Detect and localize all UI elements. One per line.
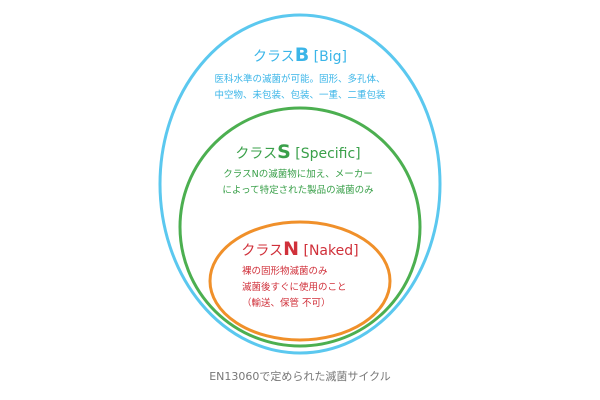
class-s-title: クラスS [Specific] [235,141,360,163]
class-b-line: 中空物、未包装、包装、一重、二重包装 [214,90,386,101]
class-n-description: 裸の固形物滅菌のみ 滅菌後すぐに使用のこと （輸送、保管 不可） [242,264,347,312]
class-b-ellipse [158,13,442,355]
class-b-title: クラスB [Big] [253,44,347,66]
class-s-line: クラスNの滅菌物に加え、メーカー [223,169,373,180]
class-s-suffix: [Specific] [295,146,361,162]
class-n-line: 滅菌後すぐに使用のこと [242,282,347,293]
caption: EN13060で定められた滅菌サイクル [209,370,391,383]
class-n-letter: N [283,238,300,260]
class-b-description: 医科水準の滅菌が可能。固形、多孔体、 中空物、未包装、包装、一重、二重包装 [214,72,385,104]
class-s-ellipse [178,106,422,348]
class-n-title: クラスN [Naked] [241,238,358,260]
class-b-line: 医科水準の滅菌が可能。固形、多孔体、 [214,74,386,85]
class-n-ellipse [208,220,392,342]
class-n-suffix: [Naked] [303,243,359,259]
class-n-line: （輸送、保管 不可） [242,298,331,309]
class-s-line: によって特定された製品の滅菌のみ [222,185,374,196]
class-s-description: クラスNの滅菌物に加え、メーカー によって特定された製品の滅菌のみ [222,167,373,199]
class-b-prefix: クラス [253,49,295,65]
class-n-line: 裸の固形物滅菌のみ [242,266,328,277]
class-n-prefix: クラス [241,243,284,259]
class-s-prefix: クラス [235,146,278,162]
class-b-suffix: [Big] [313,49,347,65]
class-b-letter: B [294,44,310,66]
class-s-letter: S [277,141,291,163]
